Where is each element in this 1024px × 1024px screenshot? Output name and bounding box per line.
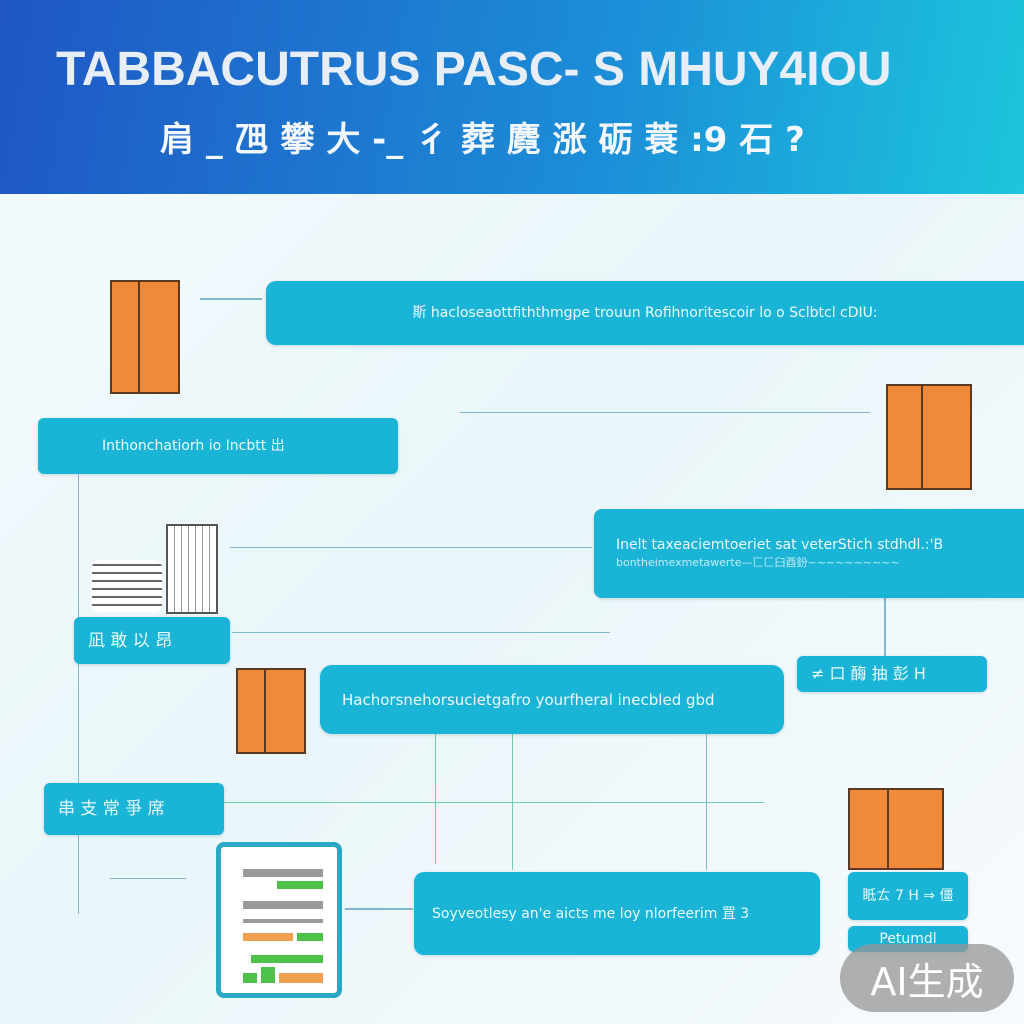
stack-icon [92,560,162,612]
page-subtitle: 肩 _ 乪 攀 大 -_ 彳 葬 麑 涨 砺 蓑 :9 石 ? [160,120,805,160]
connector-line [345,908,413,910]
package-box-icon [236,668,306,754]
connector-line [512,734,513,870]
connector-line [78,474,79,914]
info-box-bottom: Soyveotlesy an'e aicts me loy nlorfeerim… [414,872,820,955]
connector-line [884,598,886,656]
info-box-intro: Inthonchatiorh io Incbtt 出 [38,418,398,474]
connector-line [460,412,870,413]
connector-line [706,734,707,870]
package-box-icon [848,788,944,870]
label-box-left-bottom: 串 支 常 爭 席 [44,783,224,835]
connector-line [200,298,262,300]
header-banner: TABBACUTRUS PASC- S MHUY4IOU 肩 _ 乪 攀 大 -… [0,0,1024,194]
package-box-icon [110,280,180,394]
building-icon [166,524,218,614]
info-box-center: Hachorsnehorsucietgafro yourfheral inecb… [320,665,784,734]
info-box-top: 斯 hacloseaottfiththmgpe trouun Rofihnori… [266,281,1024,345]
connector-line [232,632,610,633]
report-document-icon [216,842,342,998]
label-box-right: ≠ 口 酶 抽 彭 H [797,656,987,692]
connector-line [230,547,592,548]
label-box-right-bottom: 眡ㄊ 7 H ⇒ 僵 [848,872,968,920]
label-box-left: 凪 敢 以 昂 [74,617,230,664]
connector-line [435,734,436,864]
info-text-line: Inelt taxeaciemtoeriet sat veterStich st… [616,536,944,553]
connector-line [224,802,764,803]
info-box-right-mid: Inelt taxeaciemtoeriet sat veterStich st… [594,509,1024,598]
package-box-icon [886,384,972,490]
info-text-line: bontheimexmetawerte—匚匚臼酉鈖~~~~~~~~~~ [616,555,900,569]
page-title: TABBACUTRUS PASC- S MHUY4IOU [56,43,892,96]
connector-line [110,878,186,879]
ai-generated-watermark: AI生成 [840,944,1014,1012]
